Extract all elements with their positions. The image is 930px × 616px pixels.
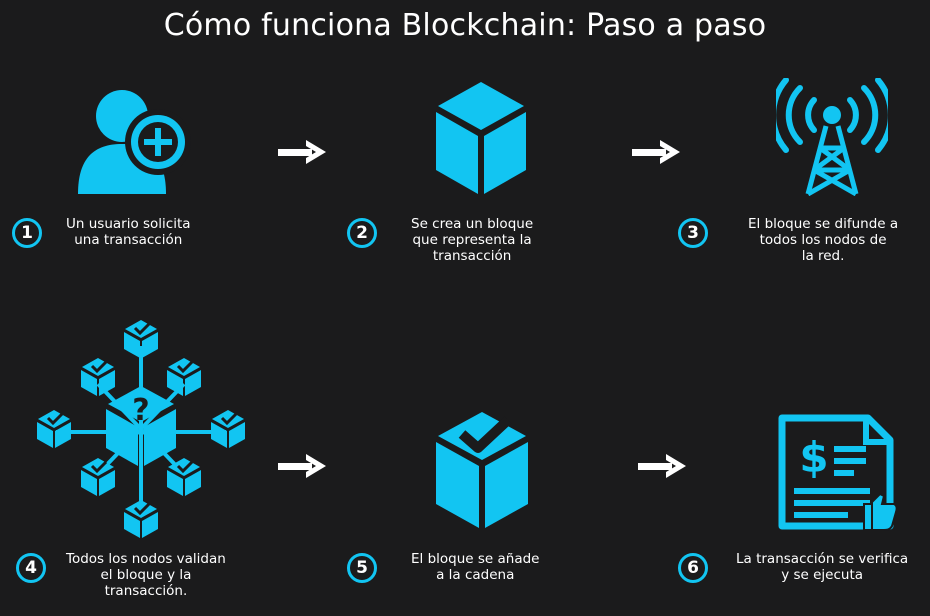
broadcast-tower-icon — [776, 78, 888, 196]
step-caption: Se crea un bloque que representa la tran… — [411, 216, 534, 264]
node-network-icon: ? — [35, 318, 247, 540]
step-caption: La transacción se verifica y se ejecuta — [736, 551, 909, 583]
arrow-right-icon — [278, 454, 326, 478]
arrow-right-icon — [638, 454, 686, 478]
step-3: 3 El bloque se difunde a todos los nodos… — [678, 216, 899, 264]
step-number: 1 — [12, 218, 42, 248]
step-5: 5 El bloque se añade a la cadena — [347, 551, 540, 583]
user-add-icon — [78, 90, 191, 194]
step-2: 2 Se crea un bloque que representa la tr… — [347, 216, 534, 264]
page-title: Cómo funciona Blockchain: Paso a paso — [163, 8, 767, 43]
cube-icon — [436, 82, 526, 194]
cube-check-icon — [436, 412, 528, 528]
step-number: 3 — [678, 218, 708, 248]
invoice-approved-icon: $ — [778, 414, 898, 531]
step-caption: Un usuario solicita una transacción — [66, 216, 191, 248]
step-1: 1 Un usuario solicita una transacción — [12, 216, 191, 248]
step-number: 5 — [347, 553, 377, 583]
step-caption: Todos los nodos validan el bloque y la t… — [66, 551, 226, 599]
svg-text:?: ? — [132, 393, 149, 428]
arrow-right-icon — [632, 140, 680, 164]
step-6: 6 La transacción se verifica y se ejecut… — [678, 551, 909, 583]
step-number: 4 — [16, 553, 46, 583]
step-number: 2 — [347, 218, 377, 248]
step-caption: El bloque se difunde a todos los nodos d… — [748, 216, 899, 264]
svg-text:$: $ — [799, 433, 828, 482]
step-caption: El bloque se añade a la cadena — [411, 551, 540, 583]
step-number: 6 — [678, 553, 708, 583]
step-4: 4 Todos los nodos validan el bloque y la… — [16, 551, 226, 599]
arrow-right-icon — [278, 140, 326, 164]
